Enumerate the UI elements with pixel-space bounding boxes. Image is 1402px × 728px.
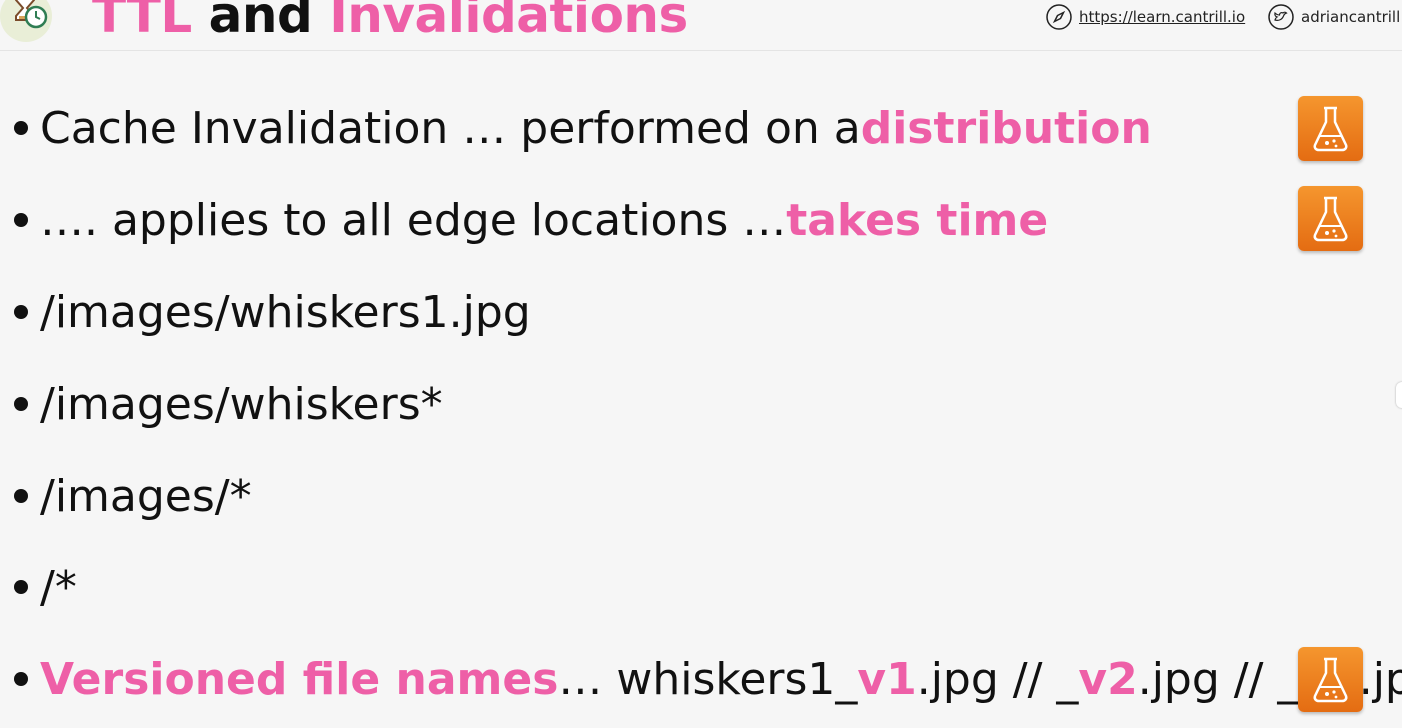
- version-v1: v1: [857, 653, 917, 705]
- bullet-text: … whiskers1_: [558, 653, 858, 705]
- twitter-group[interactable]: adriancantrill: [1268, 2, 1400, 32]
- lab-flask-icon[interactable]: [1298, 647, 1363, 712]
- bullet-dot: [14, 305, 28, 319]
- lab-flask-icon[interactable]: [1298, 96, 1363, 161]
- bullet-text: Cache Invalidation … performed on a: [40, 102, 861, 154]
- bullet-dot: [14, 121, 28, 135]
- bullet-text: /*: [40, 561, 77, 613]
- bullet-text: .jpg // _: [1137, 653, 1300, 705]
- list-item: /images/whiskers1.jpg: [14, 282, 531, 342]
- bullet-dot: [14, 397, 28, 411]
- title-ttl: TTL: [92, 0, 192, 44]
- lab-flask-icon[interactable]: [1298, 186, 1363, 251]
- side-handle[interactable]: [1396, 382, 1402, 408]
- bullet-highlight: Versioned file names: [40, 653, 559, 705]
- bullet-text: .jpg // _: [916, 653, 1079, 705]
- bullet-highlight: distribution: [860, 102, 1152, 154]
- bullet-highlight: takes time: [786, 194, 1049, 246]
- title-and: and: [191, 0, 330, 44]
- twitter-handle: adriancantrill: [1301, 8, 1401, 26]
- version-v2: v2: [1078, 653, 1138, 705]
- bullet-dot: [14, 489, 28, 503]
- bullet-text: .jpg: [1358, 653, 1402, 705]
- list-item: …. applies to all edge locations … takes…: [14, 190, 1048, 250]
- bullet-text: /images/whiskers1.jpg: [40, 286, 531, 338]
- bullet-dot: [14, 213, 28, 227]
- list-item-versioned: Versioned file names … whiskers1_v1.jpg …: [14, 649, 1402, 709]
- twitter-bird-icon: [1268, 4, 1294, 30]
- list-item: /images/*: [14, 466, 252, 526]
- bullet-dot: [14, 580, 28, 594]
- website-link-group[interactable]: https://learn.cantrill.io: [1046, 2, 1245, 32]
- bullet-text: /images/whiskers*: [40, 378, 443, 430]
- compass-icon: [1046, 4, 1072, 30]
- list-item: /*: [14, 557, 77, 617]
- bullet-text: …. applies to all edge locations …: [40, 194, 787, 246]
- hourglass-clock-logo-icon: [0, 0, 52, 42]
- header-bar: TTL and Invalidations https://learn.cant…: [0, 0, 1402, 51]
- website-link[interactable]: https://learn.cantrill.io: [1079, 8, 1246, 26]
- list-item: Cache Invalidation … performed on a dist…: [14, 98, 1152, 158]
- page-title: TTL and Invalidations: [92, 0, 688, 44]
- bullet-dot: [14, 672, 28, 686]
- title-invalidations: Invalidations: [329, 0, 688, 44]
- bullet-text: /images/*: [40, 470, 252, 522]
- list-item: /images/whiskers*: [14, 374, 443, 434]
